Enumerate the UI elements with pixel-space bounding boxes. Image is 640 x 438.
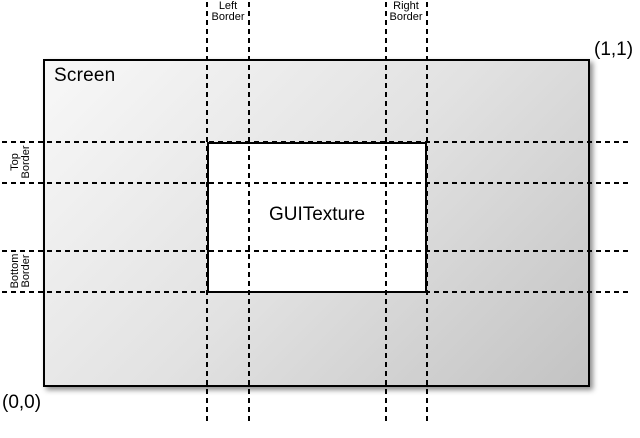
left-border-outer-dashed-line [206,2,208,423]
right-border-label-line2: Border [389,11,423,23]
bottom-border-inner-dashed-line [2,250,630,252]
top-border-label: Top Border [9,145,32,179]
screen-label: Screen [54,65,116,86]
right-border-inner-dashed-line [385,2,387,423]
right-border-outer-dashed-line [426,2,428,423]
top-border-outer-dashed-line [2,141,630,143]
bottom-border-outer-dashed-line [2,291,630,293]
right-border-label-line1: Right [393,0,419,12]
top-border-inner-dashed-line [2,182,630,184]
bottom-border-label: Bottom Border [9,254,32,289]
left-border-label: Left Border [198,1,258,23]
top-border-label-line2: Border [20,145,32,179]
guitexture-rect: GUITexture [207,142,427,293]
left-border-label-line2: Border [211,11,245,23]
coord-bottom-left-label: (0,0) [2,392,42,413]
right-border-label: Right Border [376,1,436,23]
coord-top-right-label: (1,1) [594,39,634,60]
bottom-border-label-line2: Border [20,254,32,288]
left-border-inner-dashed-line [248,2,250,423]
guitexture-label: GUITexture [268,203,366,225]
left-border-label-line1: Left [218,0,238,12]
